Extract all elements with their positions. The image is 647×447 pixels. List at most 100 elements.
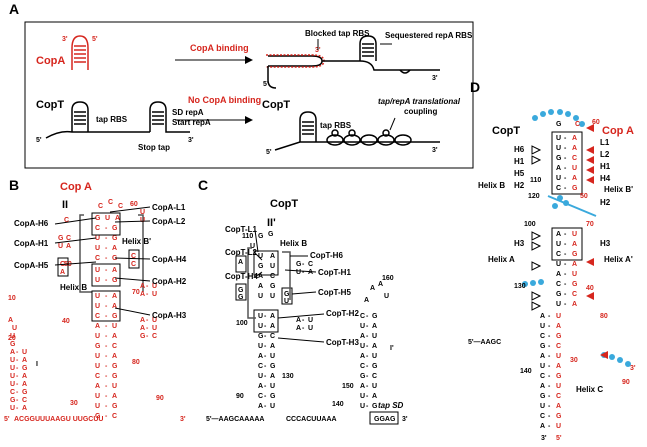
svg-text:U: U — [572, 231, 577, 238]
svg-text:U: U — [572, 271, 577, 278]
svg-text:-: - — [105, 313, 108, 320]
svg-text:A: A — [140, 291, 145, 298]
svg-text:U: U — [360, 403, 365, 410]
start-repa-label: Start repA — [172, 118, 211, 127]
svg-text:U: U — [372, 353, 377, 360]
copt-name: CopT — [36, 99, 64, 111]
svg-text:A: A — [540, 353, 545, 360]
svg-text:-: - — [564, 175, 567, 182]
svg-text:-: - — [302, 269, 305, 276]
d-h1: H1 — [514, 157, 525, 166]
copt2-name: CopT — [262, 99, 290, 111]
d-helix-c: Helix C — [576, 385, 603, 394]
d-num70: 70 — [586, 221, 594, 228]
copa-5prime: 5' — [92, 36, 98, 43]
svg-text:U: U — [95, 235, 100, 242]
svg-text:-: - — [146, 317, 149, 324]
copa-l1: CopA-L1 — [152, 203, 186, 212]
svg-text:U: U — [10, 365, 15, 372]
svg-text:U: U — [95, 363, 100, 370]
d-helix-a: Helix A — [488, 255, 515, 264]
svg-text:-: - — [548, 313, 551, 320]
copa-box-h3 — [91, 290, 121, 322]
copt-5prime: 5' — [36, 137, 42, 144]
svg-text:-: - — [146, 333, 149, 340]
svg-text:-: - — [548, 323, 551, 330]
copa-helix-bp: Helix B' — [122, 237, 151, 246]
svg-text:-: - — [564, 145, 567, 152]
svg-text:G: G — [112, 313, 118, 320]
svg-text:-: - — [264, 313, 267, 320]
copa-binding-text: CopA binding — [190, 43, 249, 53]
svg-text:-: - — [564, 271, 567, 278]
svg-text:-: - — [264, 373, 267, 380]
svg-text:-: - — [548, 333, 551, 340]
svg-text:-: - — [16, 349, 19, 356]
copt-box-top — [253, 250, 279, 276]
copt-num110: 110 — [242, 233, 253, 240]
svg-text:U: U — [540, 403, 545, 410]
svg-text:C: C — [572, 291, 577, 298]
svg-text:G: G — [22, 389, 28, 396]
svg-text:A: A — [238, 259, 243, 266]
svg-text:A: A — [270, 373, 275, 380]
svg-text:U: U — [10, 333, 15, 340]
svg-text:A: A — [556, 165, 561, 172]
panel-b-title: Cop A — [60, 181, 92, 193]
d-num30: 30 — [570, 357, 578, 364]
svg-text:G: G — [258, 233, 264, 240]
svg-text:C: C — [360, 363, 365, 370]
d-num130: 130 — [514, 283, 526, 290]
svg-text:C: C — [66, 235, 71, 242]
svg-text:-: - — [105, 303, 108, 310]
d-5prime: 5' — [556, 435, 562, 442]
svg-text:U: U — [270, 403, 275, 410]
svg-text:-: - — [366, 313, 369, 320]
svg-text:-: - — [146, 291, 149, 298]
svg-text:C: C — [95, 313, 100, 320]
svg-text:A: A — [112, 267, 117, 274]
svg-text:-: - — [105, 343, 108, 350]
svg-text:A: A — [540, 383, 545, 390]
svg-text:G: G — [556, 291, 562, 298]
copt-d: CopT — [492, 125, 520, 137]
svg-text:-: - — [264, 353, 267, 360]
svg-text:C: C — [10, 389, 15, 396]
svg-text:G: G — [372, 403, 378, 410]
svg-text:-: - — [548, 353, 551, 360]
svg-text:C: C — [112, 343, 117, 350]
svg-text:A: A — [572, 135, 577, 142]
svg-text:-: - — [105, 235, 108, 242]
svg-text:A: A — [258, 383, 263, 390]
svg-text:C: C — [360, 313, 365, 320]
svg-text:-: - — [564, 291, 567, 298]
panel-c-label: C — [198, 177, 208, 193]
svg-text:A: A — [258, 273, 263, 280]
d-rh3: H3 — [600, 239, 611, 248]
svg-text:U: U — [250, 243, 255, 250]
bound-3prime-end: 3' — [432, 75, 438, 82]
copa-box-h5 — [57, 257, 69, 277]
copt-box-h4 — [235, 283, 247, 301]
svg-text:A: A — [140, 283, 145, 290]
svg-text:U: U — [140, 217, 145, 224]
svg-text:-: - — [146, 283, 149, 290]
svg-text:A: A — [360, 383, 365, 390]
svg-text:G: G — [270, 393, 276, 400]
svg-text:U: U — [360, 323, 365, 330]
svg-text:A: A — [296, 325, 301, 332]
tap-rbs-label: tap RBS — [96, 115, 128, 124]
svg-text:-: - — [564, 301, 567, 308]
svg-text:-: - — [366, 383, 369, 390]
svg-text:U: U — [556, 383, 561, 390]
copt-bottom-seq: 5'—AAGCAAAAA — [206, 416, 264, 423]
svg-text:U: U — [270, 263, 275, 270]
svg-text:G: G — [112, 277, 118, 284]
blocked-tap-rbs: Blocked tap RBS — [305, 29, 370, 38]
svg-text:-: - — [105, 277, 108, 284]
svg-text:G: G — [556, 121, 562, 128]
tap-sd-label: tap SD — [378, 401, 404, 410]
svg-text:-: - — [564, 165, 567, 172]
svg-text:-: - — [548, 403, 551, 410]
svg-text:A: A — [66, 243, 71, 250]
